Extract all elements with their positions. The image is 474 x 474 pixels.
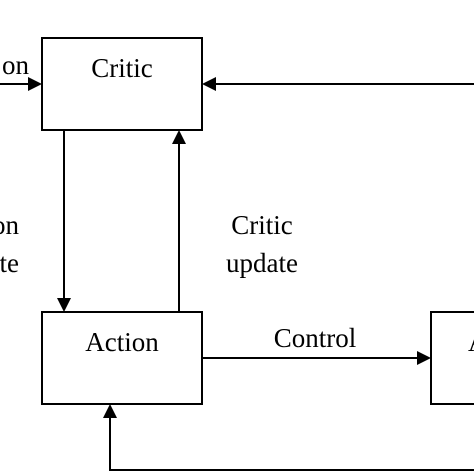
- action-box: [41, 311, 203, 405]
- bottom-feedback-arrowhead: [103, 404, 117, 418]
- critic-update-arrowhead: [172, 130, 186, 144]
- critic-update-label-line1: Critic: [231, 210, 293, 240]
- control-label: Control: [274, 323, 357, 353]
- action-label: Action: [85, 327, 159, 357]
- control-arrowhead: [417, 351, 431, 365]
- right-feedback-arrowhead: [202, 77, 216, 91]
- bottom-feedback-line: [109, 418, 474, 471]
- right-box-label: A: [468, 327, 474, 357]
- right-box: [430, 311, 474, 405]
- critic-label: Critic: [91, 53, 153, 83]
- left-input-label: on: [2, 50, 30, 80]
- critic-box: [41, 37, 203, 131]
- left-update-label-line2: te: [0, 248, 19, 278]
- critic-update-label-line2: update: [226, 248, 298, 278]
- critic-to-action-arrowhead: [57, 298, 71, 312]
- left-update-label-line1: on: [0, 210, 20, 240]
- left-input-arrowhead: [28, 77, 42, 91]
